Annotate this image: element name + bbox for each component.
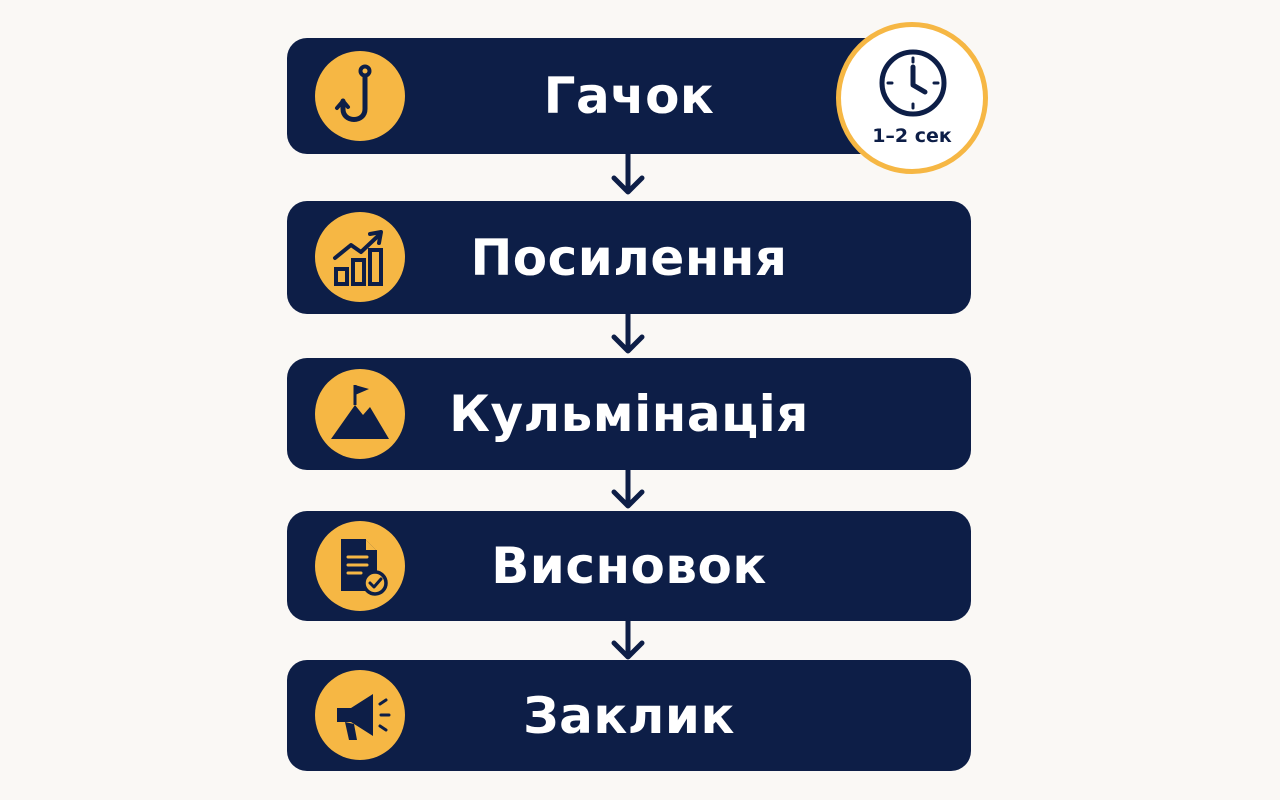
step-conclusion: Висновок [287,511,971,621]
arrow-down-icon [611,152,645,195]
step-label-conclusion: Висновок [491,537,767,595]
mountain-flag-icon [315,369,405,459]
arrow-down-icon [611,466,645,509]
timer-label: 1–2 сек [872,125,952,147]
fishing-hook-icon [315,51,405,141]
clock-icon [879,49,947,117]
arrow-down-icon [611,311,645,354]
step-label-call-to-action: Заклик [523,686,735,745]
arrow-down-icon [611,617,645,660]
megaphone-icon [315,670,405,760]
timer-badge: 1–2 сек [836,22,988,174]
step-amplification: Посилення [287,201,971,314]
step-label-hook: Гачок [543,67,715,125]
step-label-amplification: Посилення [470,228,788,287]
growth-chart-icon [315,212,405,302]
step-call-to-action: Заклик [287,660,971,771]
document-check-icon [315,521,405,611]
step-label-climax: Кульмінація [449,385,809,443]
step-climax: Кульмінація [287,358,971,470]
